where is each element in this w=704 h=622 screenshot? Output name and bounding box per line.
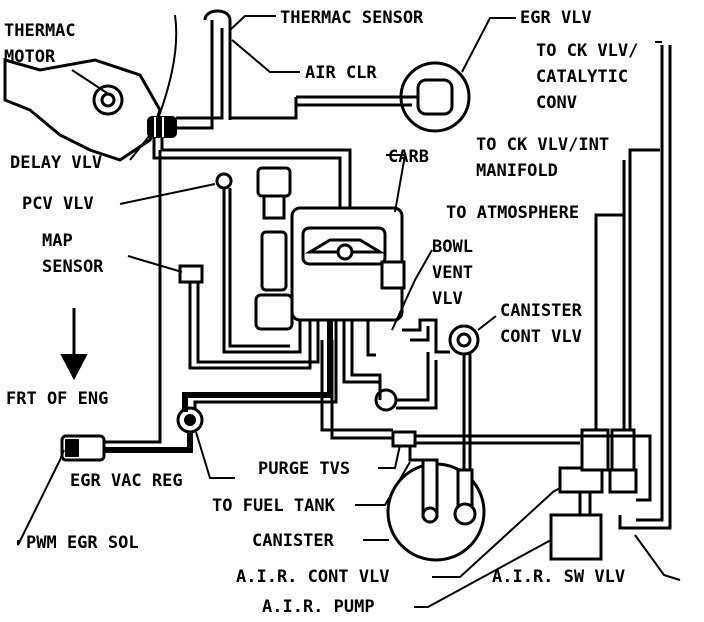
label-bowl-vent-vlv-line1: BOWL — [432, 237, 473, 257]
label-carb: CARB — [388, 147, 429, 167]
label-air-cont-vlv: A.I.R. CONT VLV — [236, 567, 390, 587]
label-canister: CANISTER — [252, 531, 335, 551]
canister-cont-valve — [448, 324, 480, 356]
label-pcv-vlv: PCV VLV — [22, 194, 94, 214]
label-air-clr: AIR CLR — [305, 63, 377, 83]
label-egr-vlv: EGR VLV — [520, 8, 592, 28]
thermac-motor — [3, 14, 178, 162]
labels: THERMAC MOTOR THERMAC SENSOR EGR VLV TO … — [4, 8, 638, 617]
canister — [386, 458, 486, 562]
label-map-sensor-line2: SENSOR — [42, 257, 104, 277]
pwm-egr-sol — [60, 434, 106, 462]
label-to-ck-vlv-int-line1: TO CK VLV/INT — [476, 135, 609, 155]
carburetor — [290, 206, 406, 322]
label-purge-tvs: PURGE TVS — [258, 459, 350, 479]
label-to-ck-vlv-catalytic-line2: CATALYTIC — [536, 67, 628, 87]
label-thermac-motor-line2: MOTOR — [4, 47, 56, 67]
map-sensor — [178, 264, 204, 284]
label-frt-of-eng: FRT OF ENG — [6, 389, 108, 409]
label-to-ck-vlv-catalytic-line1: TO CK VLV/ — [536, 41, 638, 61]
leader-lines — [17, 15, 681, 608]
label-air-sw-vlv: A.I.R. SW VLV — [492, 567, 625, 587]
label-canister-cont-vlv-line2: CONT VLV — [500, 327, 582, 347]
pcv-valve — [215, 172, 233, 190]
label-delay-vlv: DELAY VLV — [10, 153, 102, 173]
egr-vac-reg — [176, 406, 204, 434]
delay-valve — [147, 116, 177, 138]
label-to-ck-vlv-catalytic-line3: CONV — [536, 93, 577, 113]
label-thermac-sensor: THERMAC SENSOR — [280, 8, 424, 28]
upper-vacuum-module — [254, 166, 294, 331]
label-to-ck-vlv-int-line2: MANIFOLD — [476, 161, 558, 181]
label-air-pump: A.I.R. PUMP — [262, 597, 375, 617]
air-valves — [549, 428, 638, 561]
label-bowl-vent-vlv-line2: VENT — [432, 263, 473, 283]
label-to-fuel-tank: TO FUEL TANK — [212, 496, 336, 516]
label-map-sensor-line1: MAP — [42, 231, 73, 251]
vacuum-hoses — [104, 9, 672, 530]
label-to-atmosphere: TO ATMOSPHERE — [446, 203, 579, 223]
egr-valve — [399, 61, 471, 133]
label-pwm-egr-sol: PWM EGR SOL — [26, 533, 139, 553]
purge-tvs — [374, 388, 417, 448]
label-egr-vac-reg: EGR VAC REG — [70, 471, 183, 491]
label-bowl-vent-vlv-line3: VLV — [432, 289, 463, 309]
label-canister-cont-vlv-line1: CANISTER — [500, 301, 583, 321]
label-thermac-motor-line1: THERMAC — [4, 21, 76, 41]
